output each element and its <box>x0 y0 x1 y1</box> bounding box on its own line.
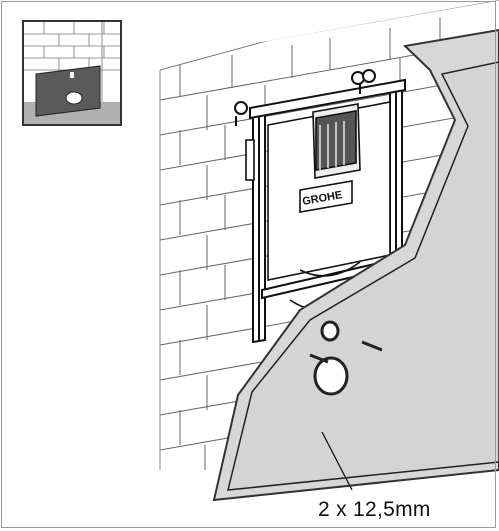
fixing-rod-right <box>361 340 383 352</box>
panel-thickness-callout: 2 x 12,5mm <box>318 498 431 521</box>
installed-panel-thumbnail-icon <box>22 20 122 126</box>
callout-leader <box>321 431 353 491</box>
plasterboard-panel <box>212 28 499 502</box>
concealed-cistern-icon <box>245 101 391 311</box>
fixing-rod-left <box>309 353 329 364</box>
panel-hole-small <box>320 320 340 342</box>
panel-hole-large <box>313 356 349 396</box>
